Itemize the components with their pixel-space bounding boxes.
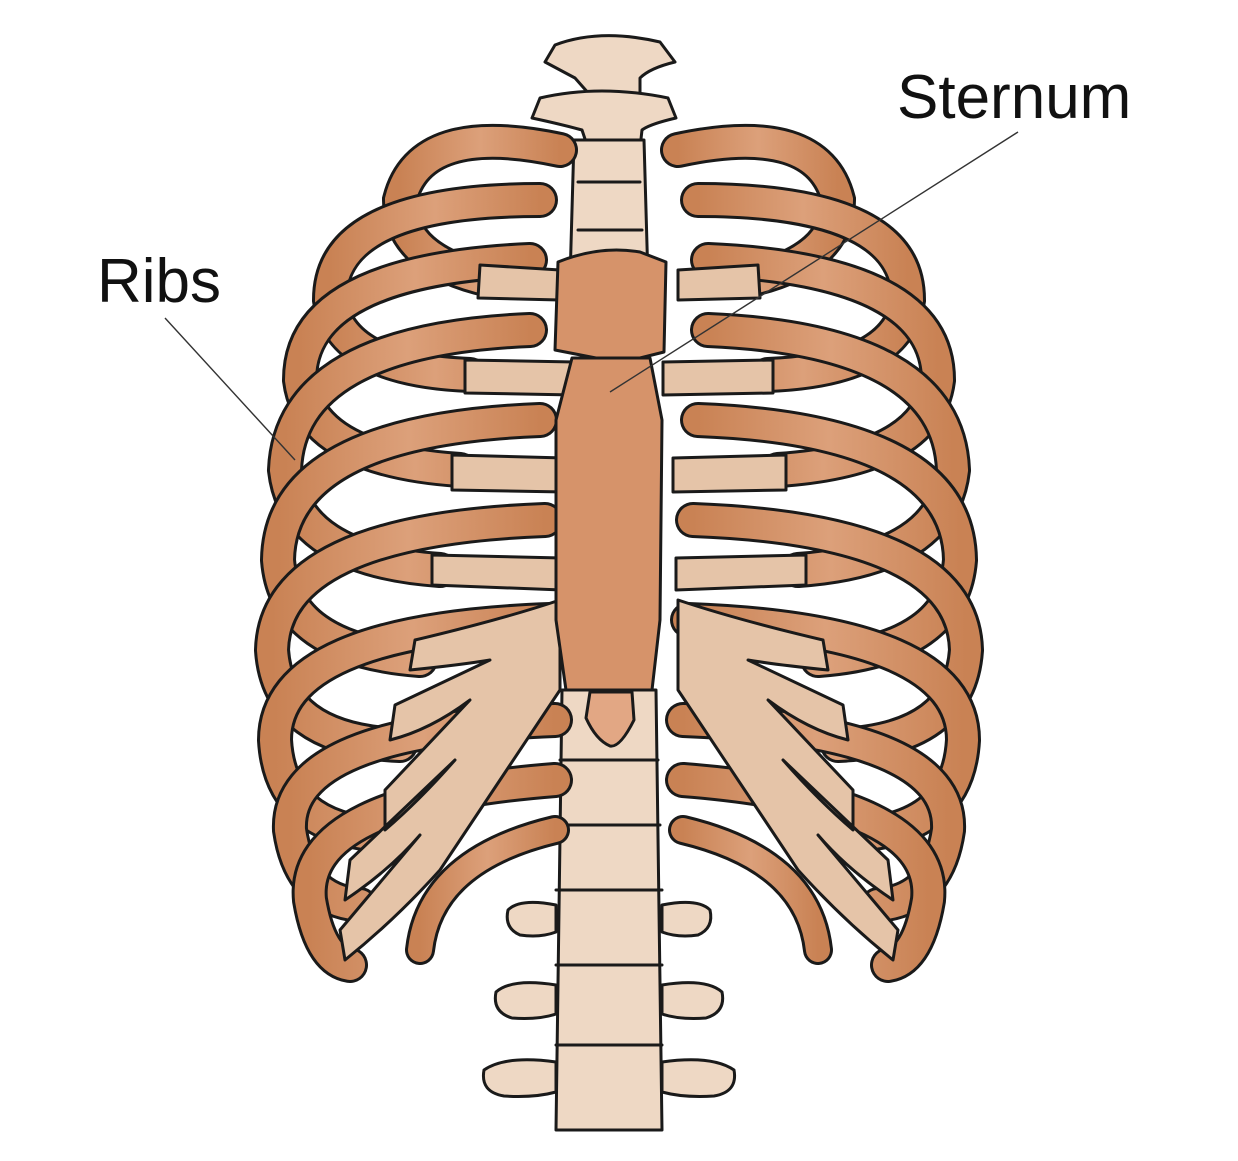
ribs-right: [660, 123, 985, 983]
ribs-left: [253, 123, 578, 983]
ribs-leader-line: [164, 317, 296, 461]
sternum-leader-line: [609, 131, 1019, 393]
costal-cartilage: [338, 263, 900, 962]
sternum-label: Sternum: [897, 63, 1131, 132]
ribs-label: Ribs: [97, 247, 221, 316]
vertebral-column: [481, 34, 737, 1132]
sternum-bone: [553, 248, 668, 748]
